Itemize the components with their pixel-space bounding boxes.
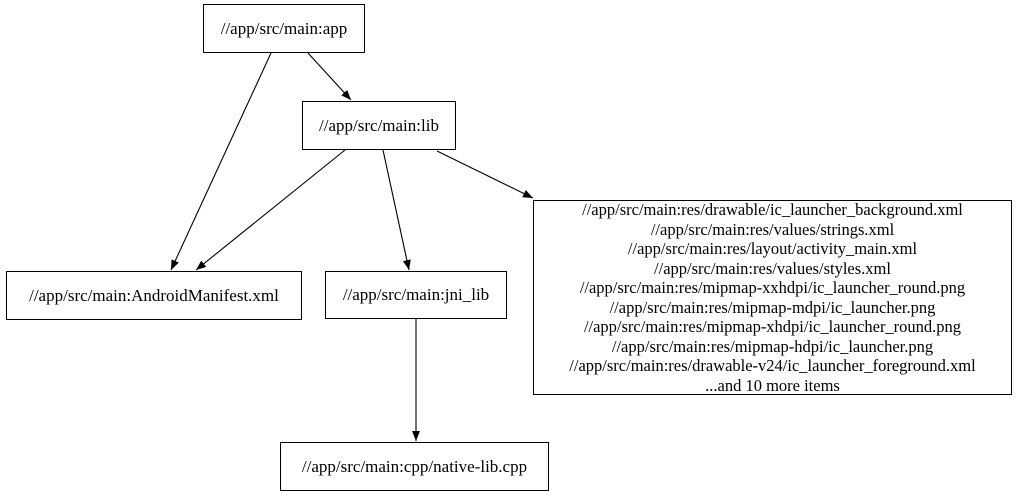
node-native-lib-cpp: //app/src/main:cpp/native-lib.cpp bbox=[280, 442, 549, 491]
node-jni-lib-label: //app/src/main:jni_lib bbox=[342, 285, 490, 305]
node-resources-line: //app/src/main:res/mipmap-hdpi/ic_launch… bbox=[611, 336, 934, 356]
node-jni-lib: //app/src/main:jni_lib bbox=[325, 271, 507, 319]
edge-lib-to-androidmanifest bbox=[195, 149, 346, 271]
node-resources-line: //app/src/main:res/drawable/ic_launcher_… bbox=[582, 200, 963, 219]
node-lib: //app/src/main:lib bbox=[302, 101, 456, 150]
node-resources-line: //app/src/main:res/values/styles.xml bbox=[654, 258, 891, 278]
node-androidmanifest: //app/src/main:AndroidManifest.xml bbox=[6, 271, 302, 320]
edge-app-to-lib bbox=[307, 52, 352, 101]
node-resources-line: //app/src/main:res/drawable-v24/ic_launc… bbox=[569, 356, 976, 375]
node-resources-line: //app/src/main:res/values/strings.xml bbox=[650, 219, 895, 239]
node-resources-line: //app/src/main:res/mipmap-mdpi/ic_launch… bbox=[609, 297, 936, 317]
edge-lib-to-resources bbox=[436, 150, 534, 199]
node-resources-line: //app/src/main:res/mipmap-xxhdpi/ic_laun… bbox=[579, 278, 966, 297]
node-app-label: //app/src/main:app bbox=[220, 18, 348, 38]
edge-app-to-androidmanifest bbox=[170, 52, 272, 271]
node-resources: //app/src/main:res/drawable/ic_launcher_… bbox=[533, 200, 1012, 395]
node-resources-line: //app/src/main:res/layout/activity_main.… bbox=[627, 239, 918, 258]
node-androidmanifest-label: //app/src/main:AndroidManifest.xml bbox=[29, 285, 279, 305]
node-native-lib-cpp-label: //app/src/main:cpp/native-lib.cpp bbox=[301, 456, 528, 476]
node-resources-more-items: ...and 10 more items bbox=[705, 375, 840, 395]
node-lib-label: //app/src/main:lib bbox=[319, 115, 439, 135]
node-resources-line: //app/src/main:res/mipmap-xhdpi/ic_launc… bbox=[583, 317, 962, 336]
node-app: //app/src/main:app bbox=[203, 4, 365, 53]
edge-lib-to-jni-lib bbox=[382, 149, 411, 271]
